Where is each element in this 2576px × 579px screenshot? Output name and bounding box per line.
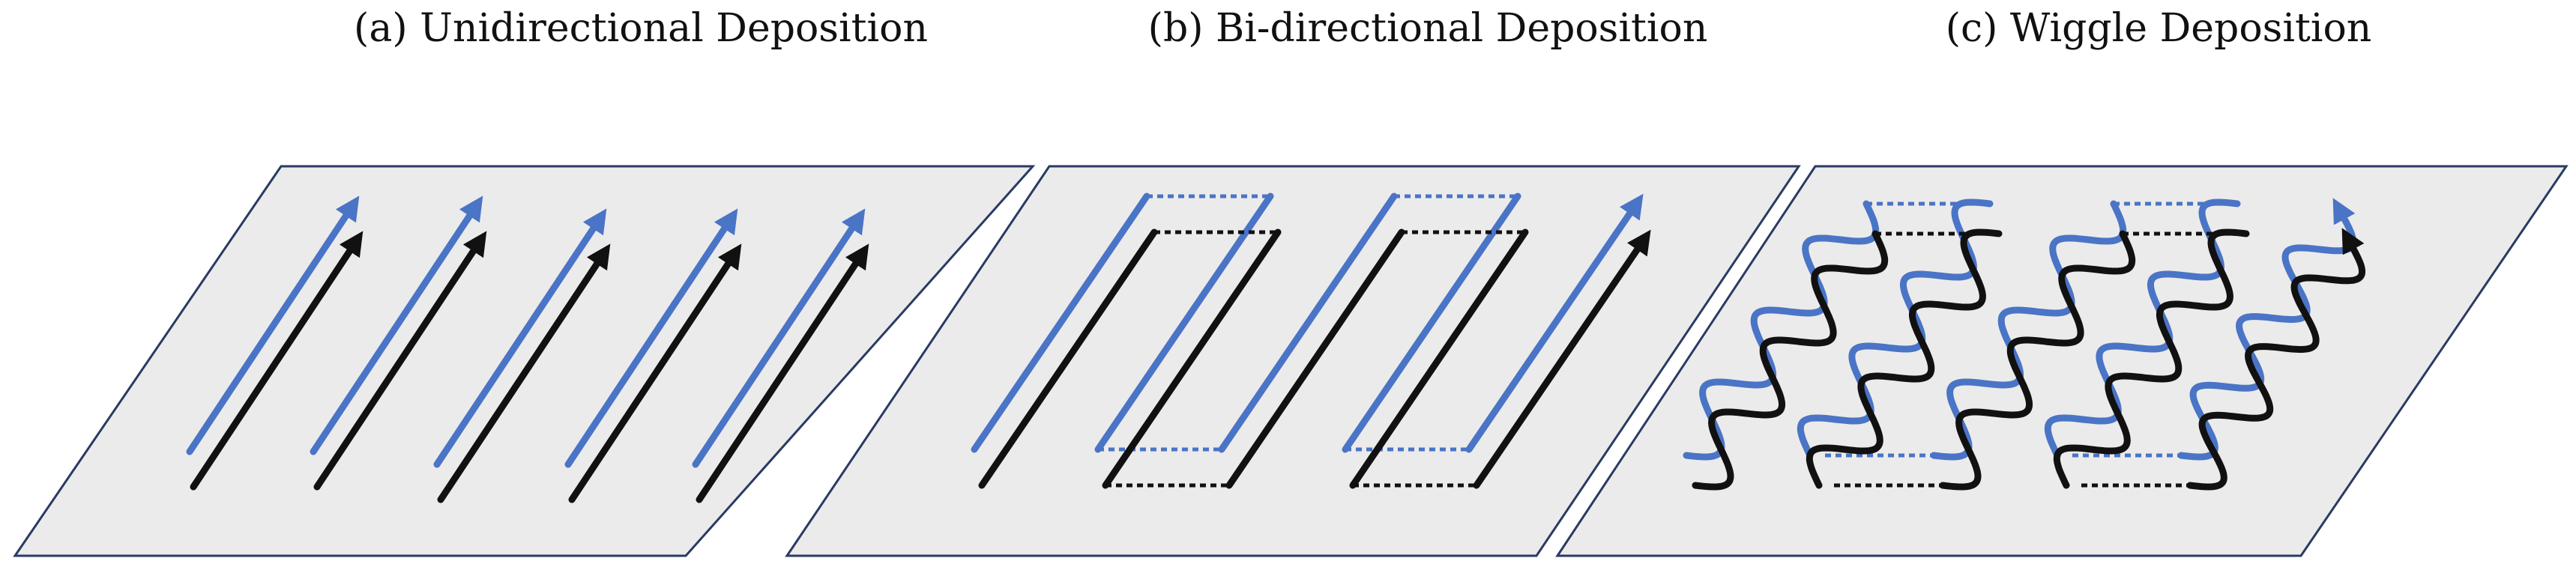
panel-a-paths: [186, 195, 869, 503]
blue-path-arrow: [564, 208, 738, 468]
panel-a-title: (a) Unidirectional Deposition: [354, 6, 928, 51]
black-path-wiggle-up: [1692, 230, 1889, 491]
black-path-pass-down: [1102, 228, 1282, 489]
black-path-pass-up: [1225, 228, 1405, 489]
panel-a-plate: [13, 165, 1036, 557]
blue-path-arrow: [692, 208, 866, 468]
blue-path-arrow: [433, 208, 607, 468]
black-path-final-pass-arrow: [1473, 229, 1651, 489]
black-path-arrow: [568, 243, 742, 503]
black-path-wiggle-up: [1939, 230, 2136, 491]
blue-path-final-pass-arrow: [1465, 193, 1644, 453]
panel-a: [13, 165, 1036, 557]
black-path-wiggle-down: [2053, 228, 2250, 489]
blue-path-pass-up: [1218, 193, 1398, 453]
blue-path-arrow: [186, 195, 360, 455]
panel-b-title: (b) Bi-directional Deposition: [1147, 6, 1708, 51]
black-path-pass-down: [1349, 228, 1529, 489]
black-path-arrow: [190, 231, 364, 491]
panel-b: [785, 165, 1801, 557]
blue-path-final-wiggle-arrow: [2177, 198, 2357, 461]
black-path-arrow: [437, 243, 611, 503]
black-path-wiggle-down: [1806, 228, 2003, 489]
blue-path-pass-up: [971, 193, 1150, 453]
panel-b-plate: [785, 165, 1801, 557]
panel-c-title: (c) Wiggle Deposition: [1945, 6, 2372, 51]
blue-path-pass-down: [1094, 193, 1274, 453]
black-path-arrow: [313, 231, 487, 491]
black-path-final-wiggle-arrow: [2186, 228, 2366, 491]
blue-path-wiggle-up: [1683, 200, 1880, 461]
panel-c-deposition-paths: [1683, 198, 2366, 491]
black-path-arrow: [696, 243, 869, 503]
blue-path-arrow: [310, 195, 483, 455]
blue-path-pass-down: [1342, 193, 1521, 453]
black-path-pass-up: [978, 228, 1158, 489]
blue-path-wiggle-up: [1930, 200, 2127, 461]
panel-b-deposition-paths: [971, 193, 1651, 489]
